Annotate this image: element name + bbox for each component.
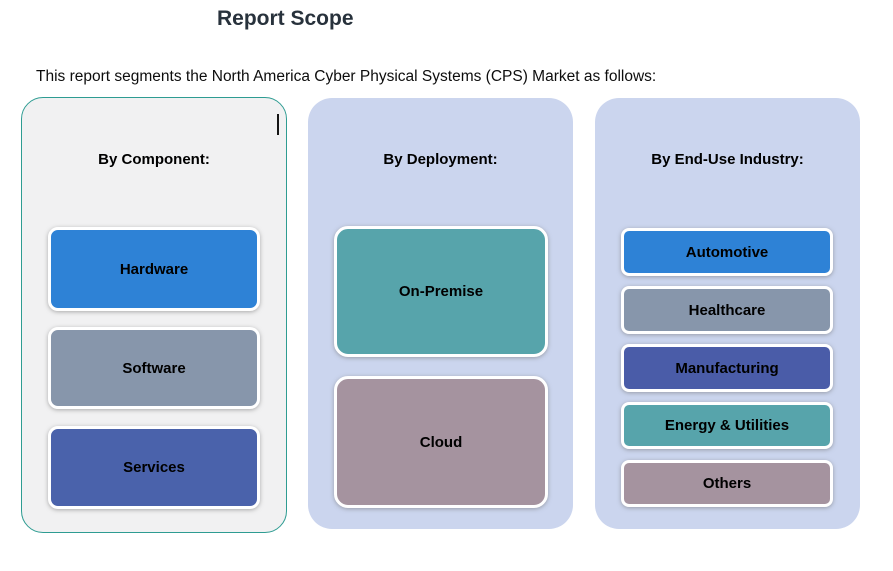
intro-text: This report segments the North America C… [36, 68, 657, 85]
page-title: Report Scope [217, 7, 354, 30]
panel-by-component-header: By Component: [98, 151, 210, 168]
panel-by-end-use-industry-header: By End-Use Industry: [651, 151, 804, 168]
segment-box-on-premise: On-Premise [334, 226, 548, 357]
text-cursor [277, 114, 279, 135]
panel-by-end-use-industry: By End-Use Industry: Automotive Healthca… [595, 98, 860, 529]
segment-box-software: Software [48, 327, 260, 409]
segment-box-healthcare: Healthcare [621, 286, 833, 334]
panel-by-deployment-header: By Deployment: [383, 151, 498, 168]
segment-box-energy-utilities: Energy & Utilities [621, 402, 833, 449]
panel-by-component: By Component: Hardware Software Services [21, 97, 287, 533]
segment-box-automotive: Automotive [621, 228, 833, 276]
segment-box-manufacturing: Manufacturing [621, 344, 833, 392]
panel-by-deployment: By Deployment: On-Premise Cloud [308, 98, 573, 529]
segment-box-others: Others [621, 460, 833, 507]
segment-box-services: Services [48, 426, 260, 509]
segment-box-cloud: Cloud [334, 376, 548, 508]
segment-box-hardware: Hardware [48, 227, 260, 311]
